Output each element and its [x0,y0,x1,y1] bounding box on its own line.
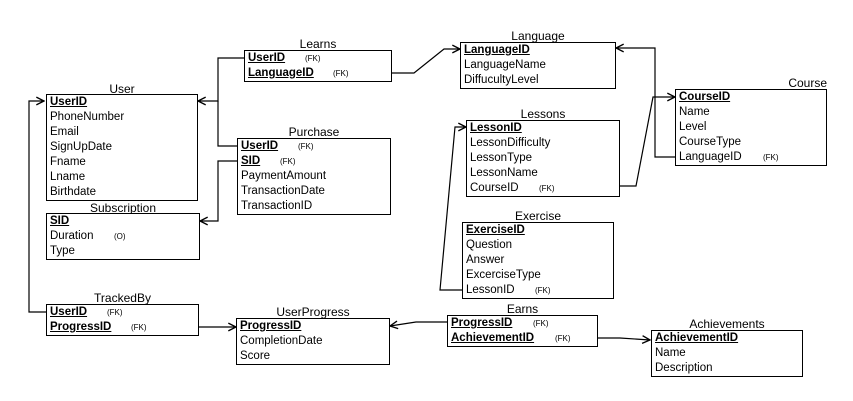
entity-subscription: SID Duration(O) Type [46,213,200,260]
attr-course-name: Name [679,106,710,118]
link-lessons-course [620,97,675,187]
link-earns-achievements [598,338,650,340]
attr-lessons-courseid: CourseID(FK) [470,182,555,194]
attr-purchase-paymentamount: PaymentAmount [241,170,327,182]
link-learns-language [392,49,460,74]
link-course-language [616,48,675,158]
entity-achievements: AchievementID Name Description [651,330,803,377]
attr-exercise-lessonid: LessonID(FK) [466,284,551,296]
entity-title-user: User [109,82,135,96]
attr-language-languagename: LanguageName [464,59,546,71]
attr-userprogress-progressid: ProgressID [240,320,302,332]
entity-title-userprogress: UserProgress [276,305,350,319]
attr-earns-progressid: ProgressID(FK) [451,317,549,329]
attr-userprogress-completiondate: CompletionDate [240,335,323,347]
link-purchase-subscription [200,160,237,221]
attr-achievements-achievementid: AchievementID [655,332,739,344]
entity-title-course: Course [788,76,827,90]
attr-lessons-lessonname: LessonName [470,167,538,179]
attr-subscription-duration: Duration(O) [50,230,126,242]
entity-title-purchase: Purchase [288,125,340,139]
link-purchase-user [217,101,237,147]
attr-purchase-sid: SID(FK) [241,155,296,167]
entity-title-achievements: Achievements [689,317,765,331]
entity-language: LanguageID LanguageName DiffucultyLevel [460,42,616,89]
entity-title-earns: Earns [506,302,539,316]
link-trackedby-user [28,101,46,313]
attr-learns-userid: UserID(FK) [248,52,321,64]
entity-userprogress: ProgressID CompletionDate Score [236,318,390,365]
entity-title-lessons: Lessons [520,107,566,121]
attr-exercise-answer: Answer [466,254,505,266]
attr-course-coursetype: CourseType [679,136,742,148]
attr-exercise-exerciseid: ExerciseID [466,224,525,236]
attr-achievements-name: Name [655,347,686,359]
attr-earns-achievementid: AchievementID(FK) [451,332,571,344]
entity-title-subscription: Subscription [89,201,157,215]
attr-course-level: Level [679,121,707,133]
attr-user-fname: Fname [50,156,86,168]
attr-language-languageid: LanguageID [464,44,530,56]
link-earns-userprogress [390,322,447,326]
attr-user-phonenumber: PhoneNumber [50,111,125,123]
attr-lessons-lessontype: LessonType [470,152,533,164]
entity-learns: UserID(FK) LanguageID(FK) [244,50,392,82]
attr-trackedby-progressid: ProgressID(FK) [50,321,147,333]
attr-user-email: Email [50,126,79,138]
attr-learns-languageid: LanguageID(FK) [248,67,349,79]
attr-trackedby-userid: UserID(FK) [50,306,123,318]
entity-course: CourseID Name Level CourseType LanguageI… [675,89,827,166]
entity-lessons: LessonID LessonDifficulty LessonType Les… [466,120,620,197]
attr-purchase-transactiondate: TransactionDate [241,185,325,197]
attr-user-signupdate: SignUpDate [50,141,113,153]
attr-lessons-lessonid: LessonID [470,122,522,134]
attr-purchase-transactionid: TransactionID [241,200,313,212]
link-exercise-lessons [439,127,466,291]
attr-subscription-type: Type [50,245,75,257]
attr-user-birthdate: Birthdate [50,186,97,198]
entity-exercise: ExerciseID Question Answer ExcerciseType… [462,222,614,299]
attr-language-difficultylevel: DiffucultyLevel [464,74,539,86]
attr-course-courseid: CourseID [679,91,731,103]
attr-exercise-excercisetype: ExcerciseType [466,269,541,281]
entity-title-learns: Learns [299,37,337,51]
attr-lessons-lessondifficulty: LessonDifficulty [470,137,551,149]
attr-user-lname: Lname [50,171,86,183]
attr-user-userid: UserID [50,96,88,108]
entity-trackedby: UserID(FK) ProgressID(FK) [46,304,199,336]
entity-user: UserID PhoneNumber Email SignUpDate Fnam… [46,94,198,201]
attr-achievements-description: Description [655,362,713,374]
attr-userprogress-score: Score [240,350,271,362]
entity-title-exercise: Exercise [514,209,561,223]
entity-purchase: UserID(FK) SID(FK) PaymentAmount Transac… [237,138,391,215]
link-learns-user [198,57,244,101]
attr-course-languageid: LanguageID(FK) [679,151,779,163]
attr-exercise-question: Question [466,239,513,251]
entity-title-language: Language [511,29,565,43]
attr-purchase-userid: UserID(FK) [241,140,314,152]
entity-title-trackedby: TrackedBy [94,291,151,305]
entity-earns: ProgressID(FK) AchievementID(FK) [447,315,598,347]
attr-subscription-sid: SID [50,215,70,227]
